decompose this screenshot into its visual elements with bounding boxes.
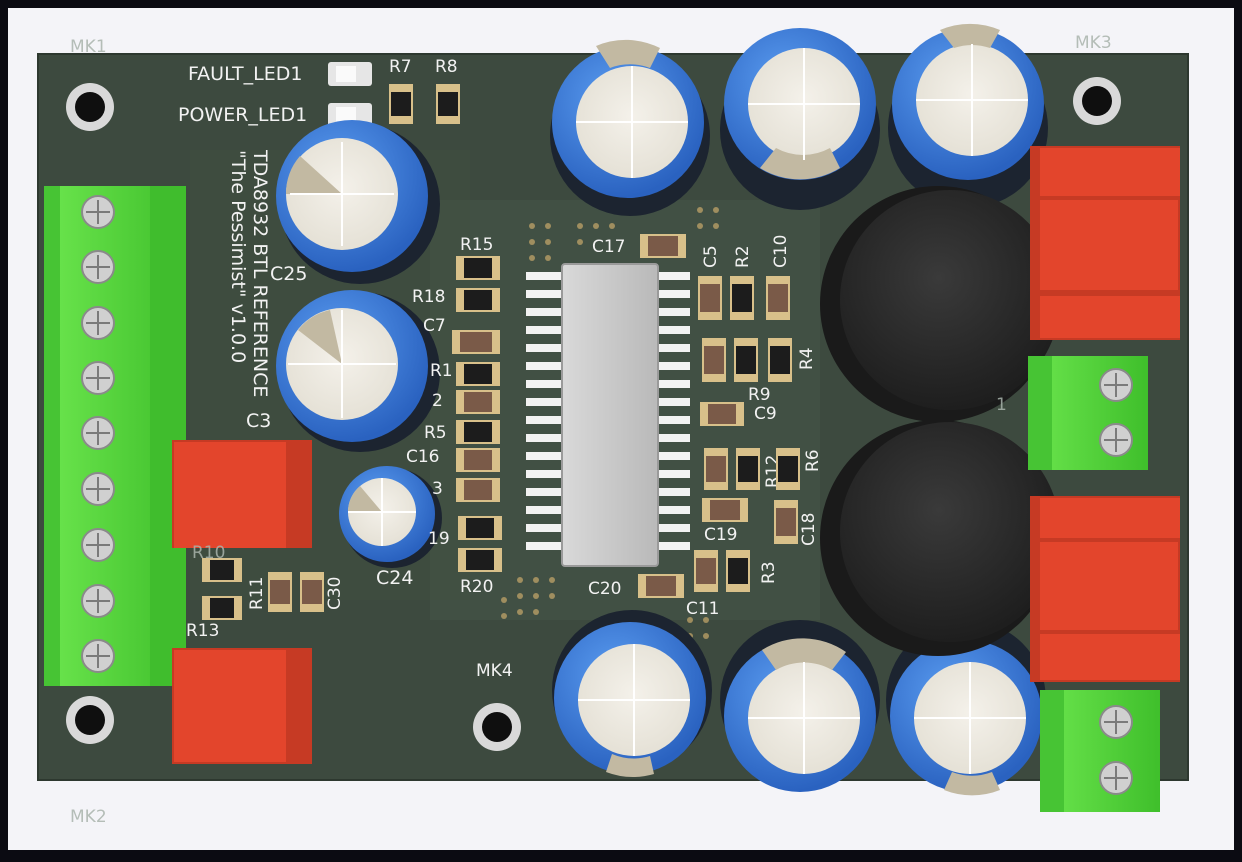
- svg-text:R9: R9: [748, 385, 771, 405]
- capacitor-top-2: [720, 28, 880, 210]
- mounting-hole-mk4: MK4: [473, 661, 521, 751]
- capacitor-c3: C3: [246, 290, 440, 452]
- svg-text:C25: C25: [270, 263, 307, 285]
- film-cap-right-6: [1030, 632, 1180, 682]
- resistor-r3: R3: [694, 550, 779, 592]
- capacitor-c30: C30: [268, 572, 345, 612]
- svg-text:C5: C5: [701, 245, 721, 268]
- film-cap-left-2: [172, 648, 312, 764]
- svg-text:R7: R7: [389, 57, 412, 77]
- capacitor-c24: C25: [270, 120, 440, 285]
- speaker-terminal: 1: [996, 356, 1148, 470]
- svg-text:FAULT_LED1: FAULT_LED1: [188, 63, 302, 85]
- resistor-r9: R9: [700, 385, 771, 426]
- svg-text:R18: R18: [412, 287, 445, 307]
- inductor-bottom: [820, 420, 1060, 656]
- svg-text:C20: C20: [588, 579, 622, 599]
- power-led: POWER_LED1: [178, 103, 372, 127]
- capacitor-c10: C10: [766, 234, 791, 320]
- capacitor-c20: C20: [588, 574, 684, 599]
- label-r13: R13: [186, 621, 219, 641]
- label-c18: C11: [686, 599, 720, 619]
- svg-text:C18: C18: [799, 512, 819, 546]
- svg-text:MK4: MK4: [476, 661, 513, 681]
- capacitor-c7: C7: [423, 316, 500, 354]
- svg-text:C17: C17: [592, 237, 626, 257]
- svg-text:R8: R8: [435, 57, 458, 77]
- svg-text:C7: C7: [423, 316, 446, 336]
- label-c9: C9: [754, 404, 777, 424]
- svg-text:POWER_LED1: POWER_LED1: [178, 104, 307, 126]
- resistor-r7: R7: [389, 57, 413, 124]
- capacitor-bottom-1: [552, 610, 712, 777]
- film-cap-right-3: [1030, 294, 1180, 340]
- svg-text:R11: R11: [247, 577, 267, 610]
- svg-text:R1: R1: [430, 361, 453, 381]
- svg-text:MK2: MK2: [70, 807, 107, 827]
- film-cap-left-1: R10: [172, 440, 312, 563]
- svg-text:MK1: MK1: [70, 37, 107, 57]
- svg-text:C30: C30: [325, 576, 345, 610]
- resistor-r6: R6: [776, 448, 823, 490]
- film-cap-right-5: [1030, 540, 1180, 632]
- resistor-r2: R2: [730, 245, 754, 320]
- resistor-r8: R8: [435, 57, 460, 124]
- resistor-r5: R5: [424, 420, 500, 444]
- resistor-r1-partial: R1: [430, 361, 500, 386]
- capacitor-bottom-2: [720, 620, 880, 792]
- svg-text:R5: R5: [424, 423, 447, 443]
- power-terminal: [1040, 690, 1160, 812]
- capacitor-c11: C16: [406, 447, 500, 472]
- svg-text:C24: C24: [376, 567, 413, 589]
- svg-text:TDA8932 BTL REFERENCE: TDA8932 BTL REFERENCE: [249, 149, 271, 397]
- svg-text:R6: R6: [803, 449, 823, 472]
- resistor-r18: R18: [412, 287, 500, 312]
- board-title: "The Pessimist" v1.0.0 TDA8932 BTL REFER…: [227, 149, 271, 397]
- film-cap-right-2: [1030, 198, 1180, 294]
- svg-text:"The Pessimist" v1.0.0: "The Pessimist" v1.0.0: [227, 150, 249, 363]
- ic-tda8932: [526, 263, 690, 567]
- capacitor-c19: C19: [702, 498, 748, 545]
- via-array: [501, 207, 719, 639]
- svg-text:C10: C10: [771, 234, 791, 268]
- input-terminal-block: [44, 186, 186, 686]
- component-2-partial: 2: [432, 390, 500, 414]
- svg-text:R4: R4: [797, 347, 817, 370]
- svg-text:R20: R20: [460, 577, 493, 597]
- svg-text:MK3: MK3: [1075, 33, 1112, 53]
- component-3-partial: 3: [432, 478, 500, 502]
- capacitor-c25: C24: [339, 466, 442, 589]
- svg-text:C19: C19: [704, 525, 738, 545]
- capacitor-top-1: [550, 39, 710, 216]
- svg-text:2: 2: [432, 391, 443, 411]
- svg-text:R15: R15: [460, 235, 493, 255]
- capacitor-c17: C18: [774, 500, 819, 546]
- inductor-top: [820, 186, 1060, 422]
- resistor-r11: R11: [202, 558, 267, 620]
- mounting-hole-mk3: MK3: [1073, 33, 1121, 125]
- resistor-r19: 19: [428, 516, 502, 549]
- capacitor-c16: C17: [592, 234, 686, 258]
- svg-text:R3: R3: [759, 561, 779, 584]
- resistor-r4-group: R4: [702, 338, 817, 382]
- svg-text:C16: C16: [406, 447, 440, 467]
- mounting-hole-mk2: MK2: [66, 696, 114, 827]
- fault-led: FAULT_LED1: [188, 62, 372, 86]
- svg-text:19: 19: [428, 529, 450, 549]
- svg-text:R2: R2: [733, 245, 753, 268]
- mounting-hole-mk1: MK1: [66, 37, 114, 131]
- capacitor-bottom-3: [886, 620, 1046, 796]
- resistor-r20: R20: [458, 548, 502, 597]
- capacitor-top-3: [888, 23, 1048, 208]
- resistor-r15: R15: [456, 235, 500, 280]
- svg-text:C3: C3: [246, 410, 271, 432]
- svg-text:1: 1: [996, 395, 1007, 415]
- svg-text:3: 3: [432, 479, 443, 499]
- capacitor-c5: C5: [698, 245, 722, 320]
- film-cap-right-1: [1030, 146, 1180, 198]
- film-cap-right-4: [1030, 496, 1180, 540]
